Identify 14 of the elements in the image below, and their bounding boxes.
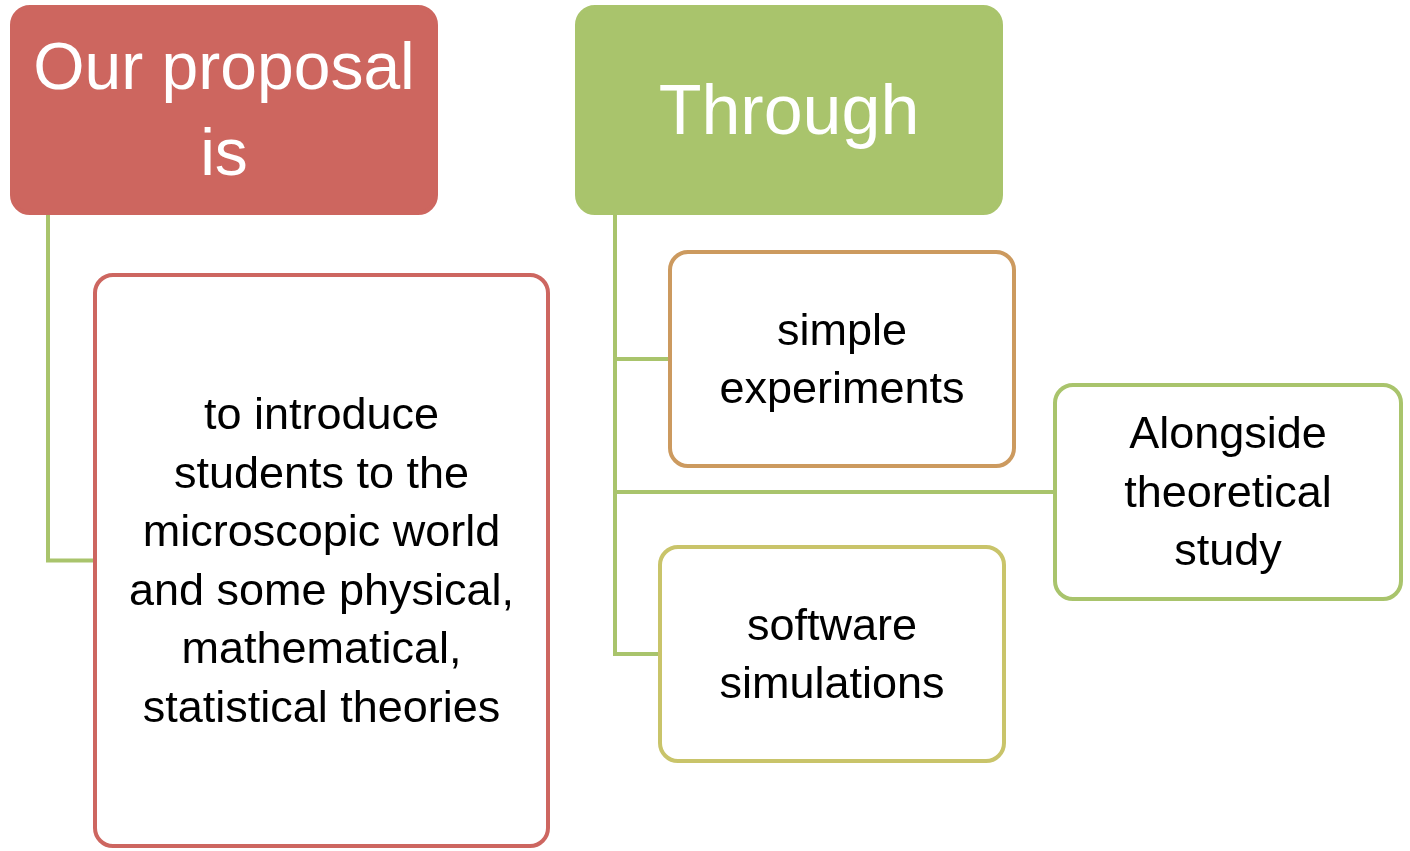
text-box bbox=[668, 250, 1016, 468]
heading-text: Through bbox=[658, 69, 920, 151]
heading-text: Our proposal is bbox=[32, 28, 416, 191]
text-box bbox=[93, 273, 550, 848]
heading-box bbox=[575, 5, 1003, 215]
connector-line bbox=[613, 215, 658, 656]
text-box bbox=[1053, 383, 1403, 601]
heading-box bbox=[10, 5, 438, 215]
text-box bbox=[658, 545, 1006, 763]
box-text: Alongside theoretical study bbox=[1123, 406, 1333, 578]
box-text: to introduce students to the microscopic world and some physical, mathematical, statistical theories bbox=[127, 387, 516, 734]
box-text: simple experiments bbox=[718, 302, 966, 415]
box-text: software simulations bbox=[718, 597, 946, 710]
connector-line bbox=[46, 215, 93, 563]
